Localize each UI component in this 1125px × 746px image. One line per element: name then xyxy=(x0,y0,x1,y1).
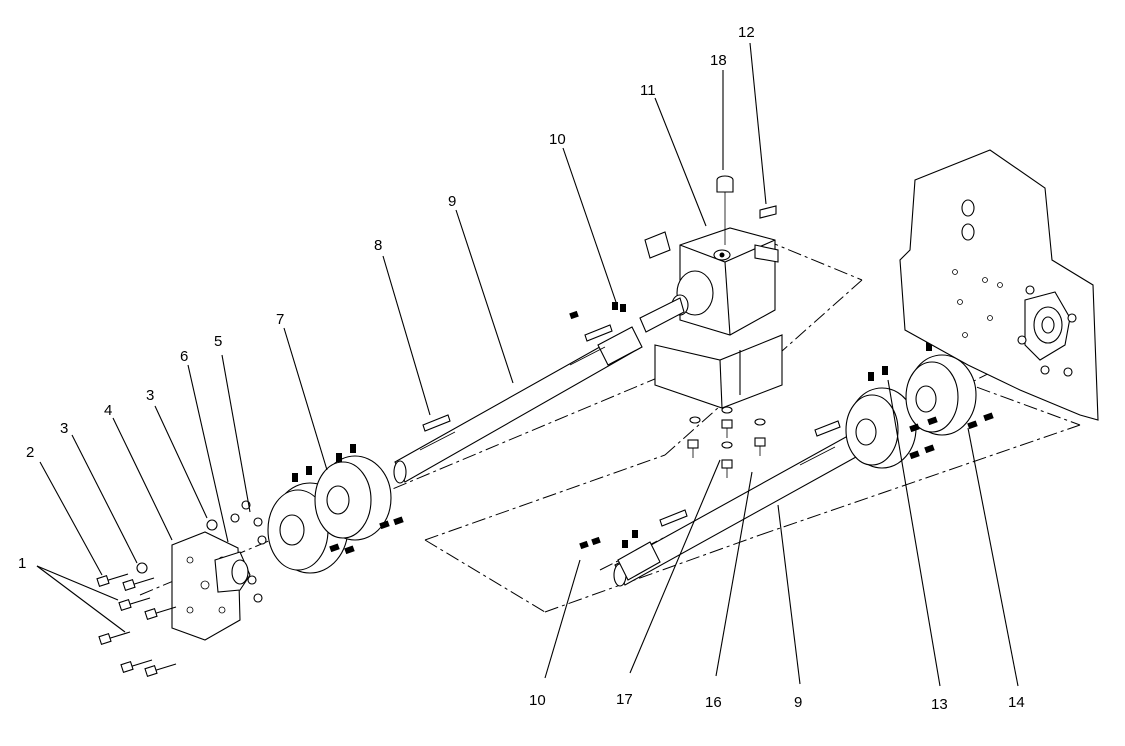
lower-drive-shaft xyxy=(579,420,866,587)
gearbox-assembly xyxy=(639,175,783,409)
callout-17: 17 xyxy=(616,691,633,708)
left-bolt-group xyxy=(96,500,267,678)
callout-3-left: 3 xyxy=(60,420,68,437)
callout-9-upper: 9 xyxy=(448,193,456,210)
callout-18: 18 xyxy=(710,52,727,69)
right-pulley-pair xyxy=(845,334,994,469)
right-frame-plate xyxy=(899,149,1099,421)
callout-4: 4 xyxy=(104,402,112,419)
callout-10-lower: 10 xyxy=(529,692,546,709)
callout-9-lower: 9 xyxy=(794,694,802,711)
callout-16: 16 xyxy=(705,694,722,711)
left-bearing-plate xyxy=(171,531,251,641)
callout-7: 7 xyxy=(276,311,284,328)
callout-3-right: 3 xyxy=(146,387,154,404)
callout-6: 6 xyxy=(180,348,188,365)
callout-10-upper: 10 xyxy=(549,131,566,148)
gearbox-mount-hardware xyxy=(687,406,766,478)
callout-labels: 1 2 3 3 4 5 6 7 8 9 9 10 10 11 12 13 14 … xyxy=(18,24,1025,713)
callout-1: 1 xyxy=(18,555,26,572)
callout-5: 5 xyxy=(214,333,222,350)
left-pulley-pair xyxy=(267,444,404,574)
upper-drive-shaft xyxy=(393,302,643,484)
callout-2: 2 xyxy=(26,444,34,461)
leader-lines xyxy=(36,42,1019,687)
callout-8: 8 xyxy=(374,237,382,254)
callout-14: 14 xyxy=(1008,694,1025,711)
callout-11: 11 xyxy=(640,82,656,99)
callout-12: 12 xyxy=(738,24,755,41)
callout-13: 13 xyxy=(931,696,948,713)
